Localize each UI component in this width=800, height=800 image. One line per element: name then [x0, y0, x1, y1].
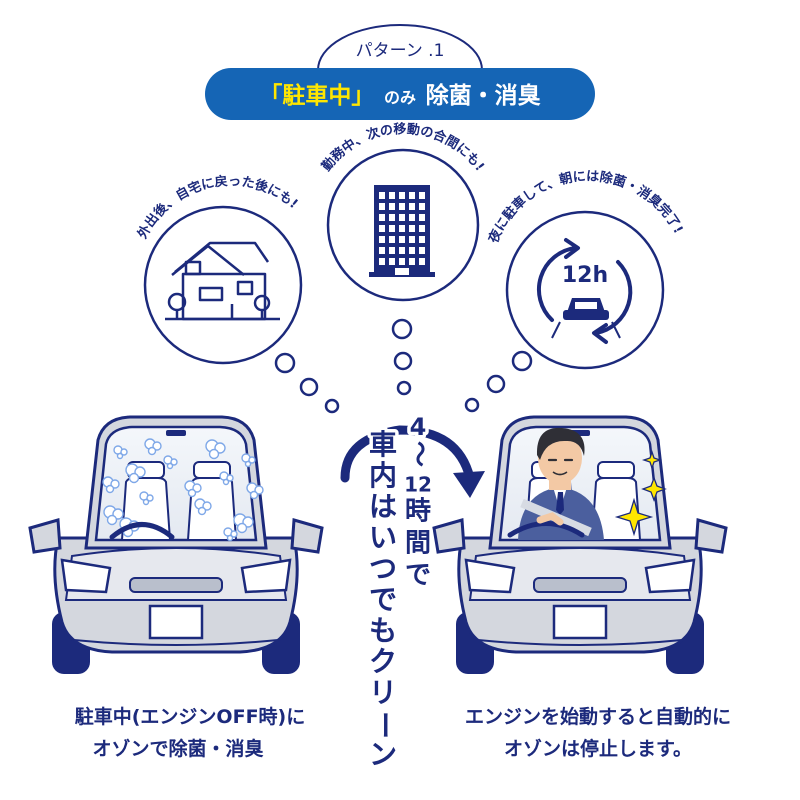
- sparkle-icon: [614, 449, 667, 537]
- svg-text:ン: ン: [369, 738, 397, 771]
- driver-figure: [518, 427, 604, 540]
- svg-text:は: は: [369, 490, 397, 523]
- title-highlight: 「駐車中」: [259, 82, 374, 109]
- svg-text:4: 4: [410, 413, 427, 441]
- svg-text:も: も: [369, 614, 397, 647]
- house-icon: [165, 241, 280, 321]
- caption-left-line1: 駐車中(エンジンOFF時)に: [75, 705, 305, 728]
- thought-dots: [274, 318, 533, 414]
- svg-text:ク: ク: [369, 645, 397, 678]
- clock-label: 12h: [562, 263, 608, 288]
- cycle-arrows-icon: [537, 238, 633, 344]
- title-text: 「駐車中」 のみ 除菌・消臭: [259, 82, 540, 109]
- thought-bubble-night: 夜に駐車して、朝には除菌・消臭完了! 12h: [485, 169, 685, 370]
- pattern-label: パターン .1: [356, 41, 445, 61]
- svg-text:つ: つ: [369, 552, 397, 585]
- steering-wheel: [109, 522, 175, 540]
- svg-text:で: で: [405, 561, 431, 591]
- svg-text:車: 車: [369, 428, 397, 461]
- title-pill: [205, 68, 595, 120]
- svg-text:で: で: [369, 583, 397, 616]
- car-front-icon: [551, 298, 621, 339]
- car-engine-on: [432, 415, 728, 674]
- svg-text:〜: 〜: [404, 441, 434, 467]
- caption-left-line2: オゾンで除菌・消臭: [92, 737, 263, 760]
- svg-text:い: い: [369, 521, 397, 554]
- caption-right-line1: エンジンを始動すると自動的に: [465, 705, 731, 728]
- ozone-bubbles: [102, 438, 264, 542]
- svg-text:間: 間: [405, 529, 431, 559]
- header: パターン .1 「駐車中」 のみ 除菌・消臭: [205, 24, 595, 120]
- steering-wheel: [507, 512, 585, 538]
- pattern-tab: [317, 24, 483, 71]
- office-building-icon: [369, 185, 435, 277]
- thought-bubble-office: 勤務中、次の移動の合間にも!: [319, 121, 487, 302]
- svg-text:時: 時: [405, 497, 431, 527]
- svg-text:リ: リ: [369, 676, 397, 709]
- svg-text:ー: ー: [368, 711, 401, 739]
- car-parked: [28, 415, 324, 674]
- title-main: 除菌・消臭: [426, 82, 541, 109]
- caption-right-line2: オゾンは停止します。: [504, 737, 692, 760]
- time-transition-arrow: [340, 425, 485, 498]
- title-small: のみ: [384, 88, 416, 107]
- thought-bubble-home: 外出後、自宅に戻った後にも!: [134, 173, 303, 365]
- captions: 駐車中(エンジンOFF時)に オゾンで除菌・消臭 エンジンを始動すると自動的に …: [75, 705, 731, 760]
- svg-text:内: 内: [369, 459, 397, 492]
- svg-text:12: 12: [404, 473, 432, 497]
